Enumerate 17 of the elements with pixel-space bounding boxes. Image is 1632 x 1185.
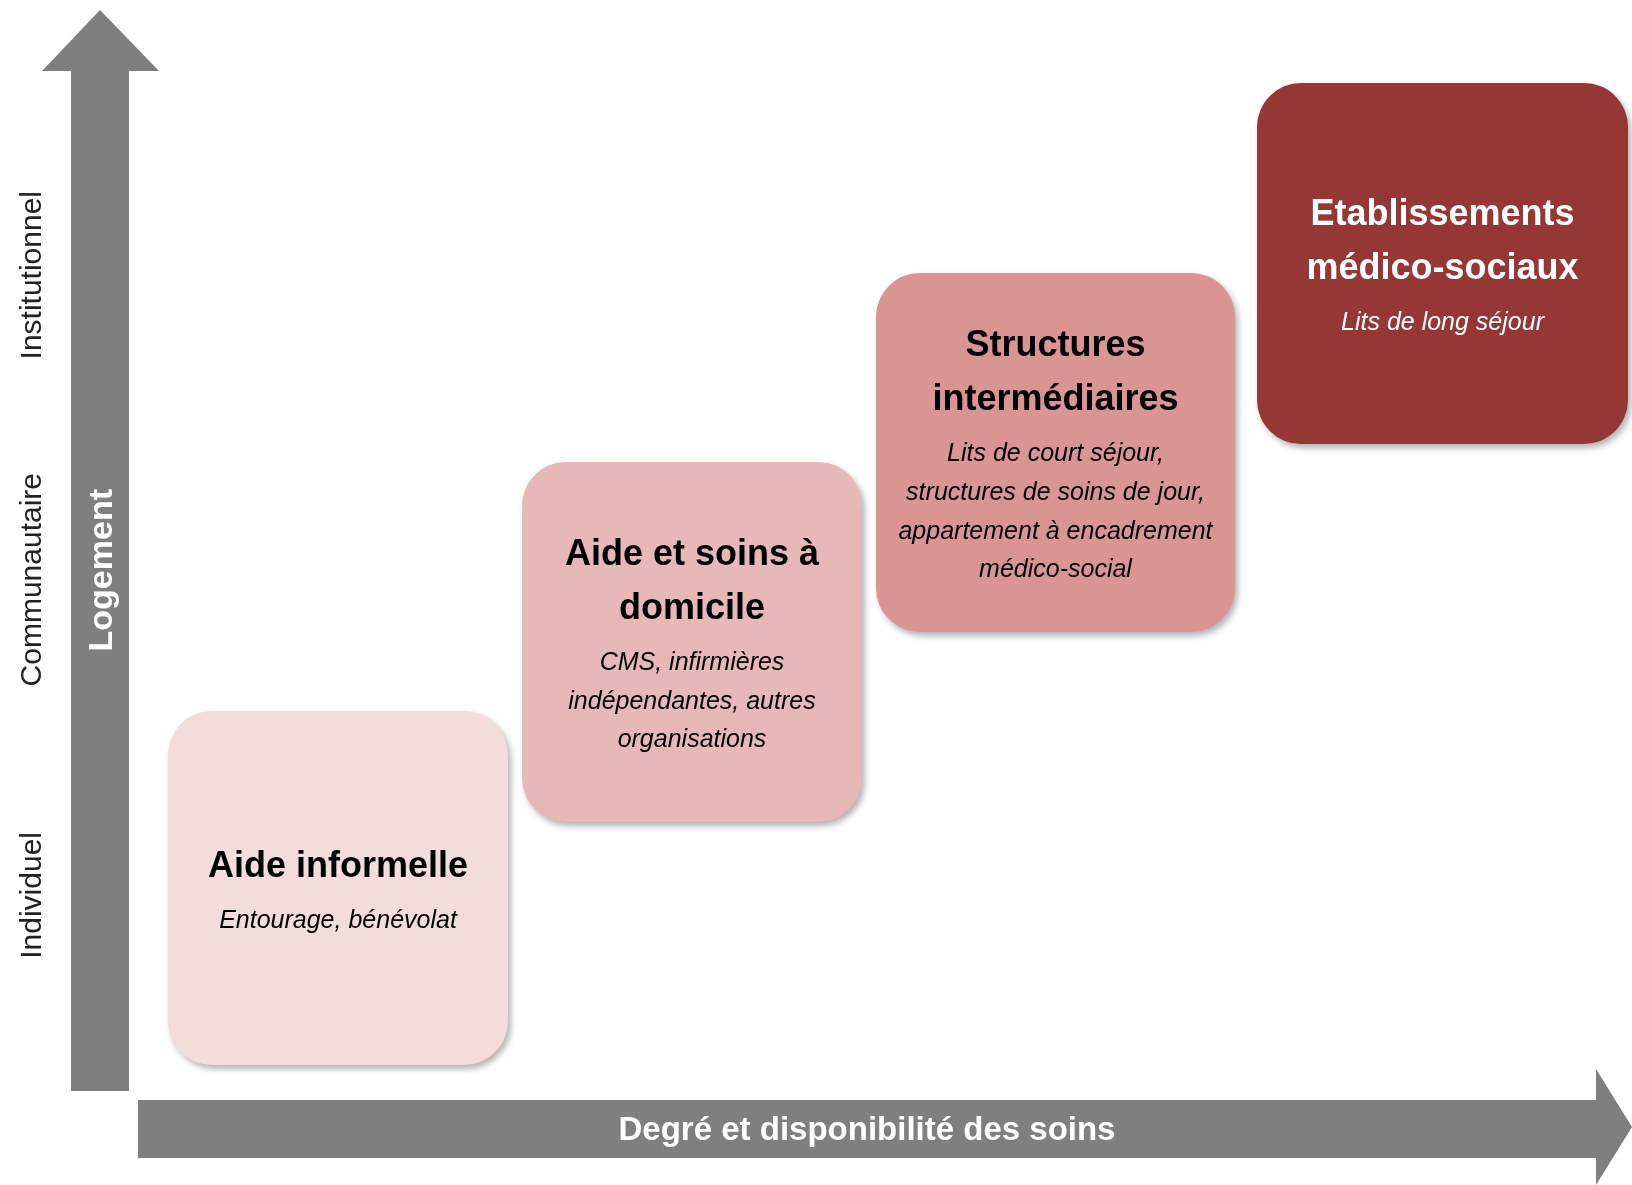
care-level-box <box>876 273 1235 632</box>
box-description: Entourage, bénévolat <box>219 903 457 935</box>
care-level-box <box>522 462 862 822</box>
axis-title: Logement <box>79 488 120 652</box>
box-description: CMS, infirmières indépendantes, autres organisations <box>567 645 817 755</box>
box-heading: Structures intermédiaires <box>931 322 1180 420</box>
axis-title: Degré et disponibilité des soins <box>618 1109 1116 1150</box>
box-heading: Aide et soins à domicile <box>563 530 821 629</box>
box-heading: Aide informelle <box>207 842 469 887</box>
care-level-box <box>168 711 508 1065</box>
box-description: Lits de long séjour <box>1341 306 1544 338</box>
box-heading: Etablissements médico-sociaux <box>1305 191 1580 290</box>
care-level-box <box>1257 83 1628 444</box>
axis-tick-label: Individuel <box>12 831 48 959</box>
box-description: Lits de court séjour, structures de soins de jour, appartement à encadrement médico-social <box>897 437 1215 585</box>
axis-tick-label: Institutionnel <box>12 190 48 360</box>
axis-tick-label: Communautaire <box>12 473 48 687</box>
